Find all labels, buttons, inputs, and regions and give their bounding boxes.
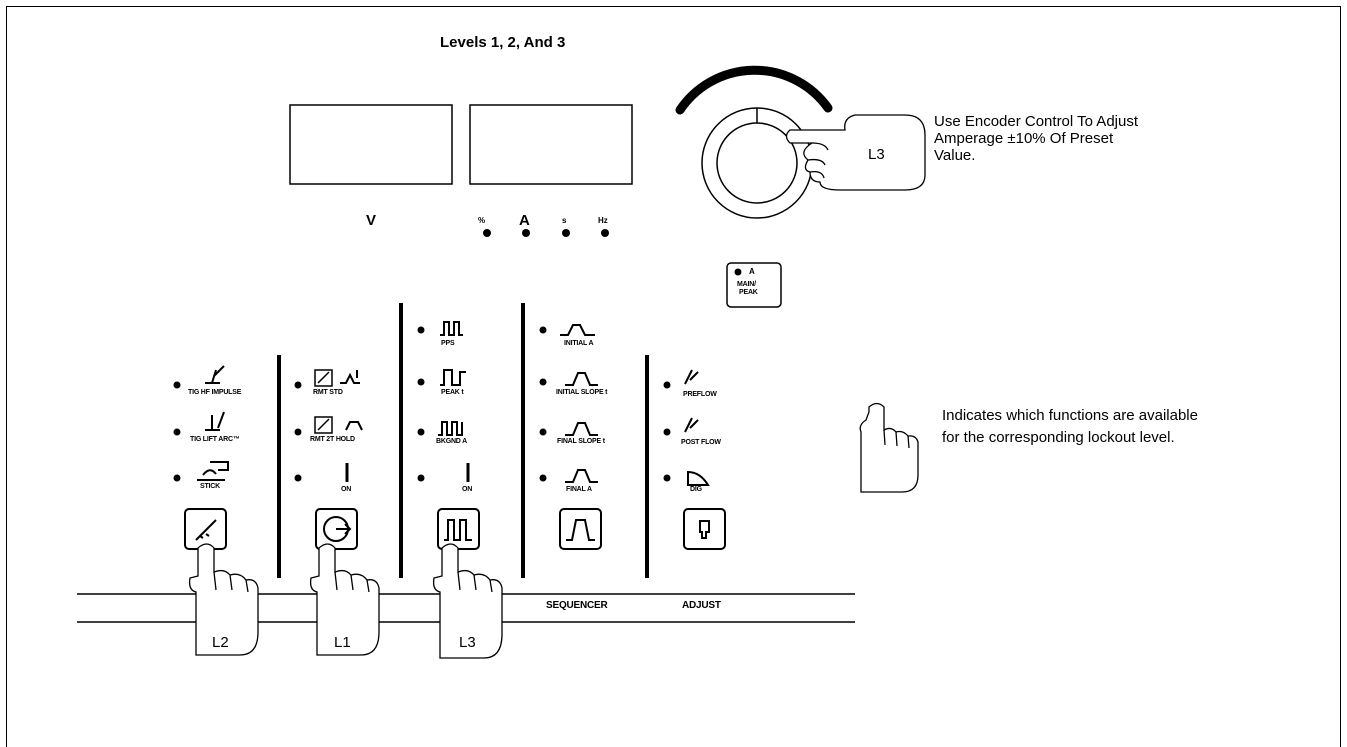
amps-display — [470, 105, 632, 184]
sequencer-item-initial-a: INITIAL A — [564, 340, 593, 347]
adjust-item-dig: DIG — [690, 486, 702, 493]
hand-label-process: L2 — [212, 634, 229, 651]
main-peak-label-1[interactable]: MAIN/ — [737, 281, 756, 288]
volts-label: V — [366, 212, 376, 229]
process-item-stick: STICK — [200, 483, 220, 490]
pulser-item-peak: PEAK t — [441, 389, 464, 396]
pulser-item-bkgnd: BKGND A — [436, 438, 467, 445]
indicator-note: Indicates which functions are available … — [942, 405, 1198, 449]
hand-label-pulser: L3 — [459, 634, 476, 651]
adjust-item-preflow: PREFLOW — [683, 391, 717, 398]
encoder-hand-label: L3 — [868, 146, 885, 163]
pulser-item-on: ON — [462, 486, 472, 493]
output-item-on: ON — [341, 486, 351, 493]
process-item-tig-lift: TIG LIFT ARC™ — [190, 436, 240, 443]
encoder-note: Use Encoder Control To Adjust Amperage ±… — [934, 113, 1138, 164]
display-leds — [483, 229, 609, 237]
seconds-label: s — [562, 216, 566, 225]
sequencer-item-initial-slope: INITIAL SLOPE t — [556, 389, 607, 396]
hertz-label: Hz — [598, 216, 608, 225]
pulser-item-pps: PPS — [441, 340, 454, 347]
section-leds — [174, 327, 671, 482]
volts-display — [290, 105, 452, 184]
process-item-tig-hf: TIG HF IMPULSE — [188, 389, 241, 396]
output-item-rmt-std: RMT STD — [313, 389, 343, 396]
percent-label: % — [478, 216, 485, 225]
sequencer-item-final-slope: FINAL SLOPE t — [557, 438, 605, 445]
main-peak-indicator: A — [749, 267, 755, 276]
sequencer-item-final-a: FINAL A — [566, 486, 592, 493]
pointing-hand-icon — [860, 404, 918, 493]
hand-label-output: L1 — [334, 634, 351, 651]
adjust-label: ADJUST — [682, 600, 721, 611]
amps-label: A — [519, 212, 530, 229]
adjust-item-postflow: POST FLOW — [681, 439, 721, 446]
encoder-knob-icon — [680, 70, 828, 218]
output-item-rmt-2t: RMT 2T HOLD — [310, 436, 355, 443]
sequencer-label: SEQUENCER — [546, 600, 608, 611]
main-peak-label-2[interactable]: PEAK — [739, 289, 758, 296]
